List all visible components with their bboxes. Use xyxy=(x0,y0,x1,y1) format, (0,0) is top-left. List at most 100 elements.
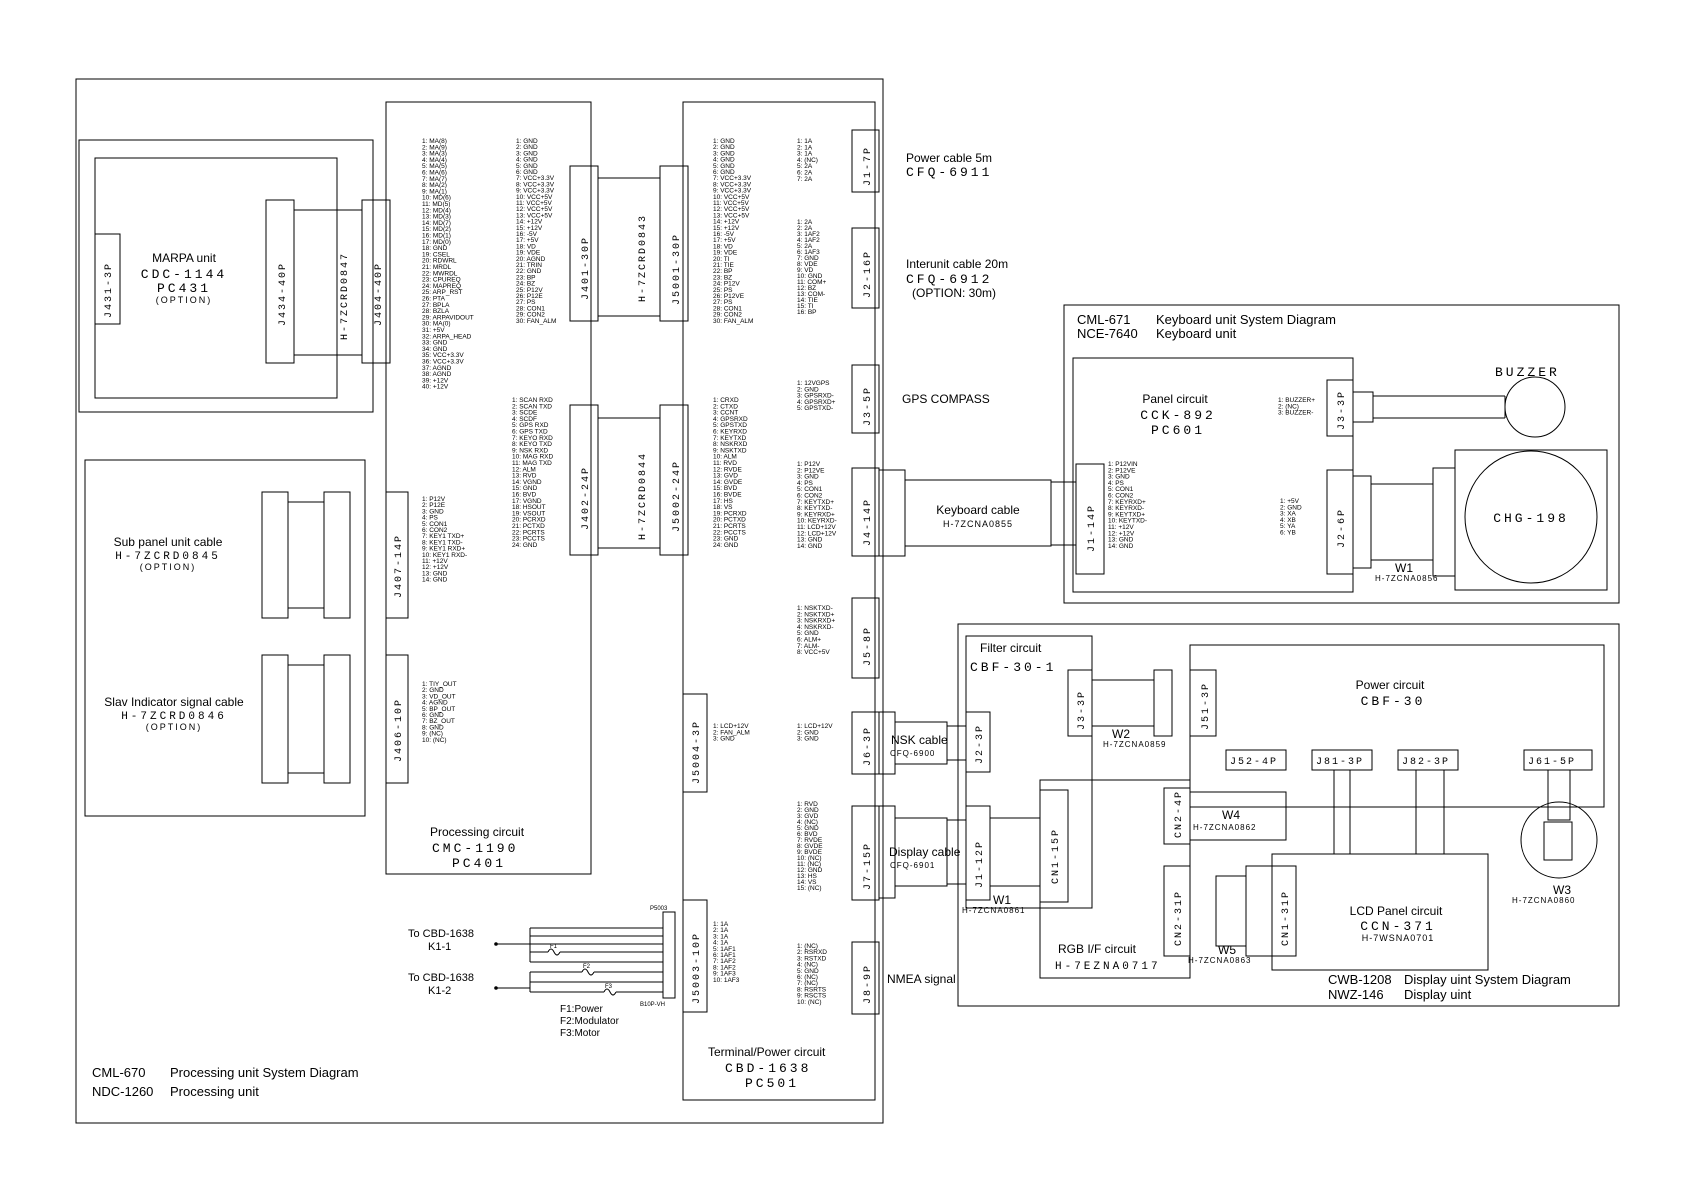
interunit-cable-option: (OPTION: 30m) xyxy=(912,286,996,300)
connector-j404 xyxy=(361,199,391,364)
connector-j407-label: J407-14P xyxy=(394,534,405,598)
p5003-label: P5003 xyxy=(650,906,668,912)
subpanel-cable-label: Sub panel unit cable xyxy=(114,535,223,549)
w3-label: W3 xyxy=(1553,883,1571,897)
pin-label: 21: MRDL xyxy=(422,264,452,271)
pin-label: 13: RVD xyxy=(512,473,537,480)
w1-label: W1 xyxy=(1395,561,1413,575)
pin-label: 7: VCC+3.3V xyxy=(713,175,752,182)
pin-label: 3: RSTXD xyxy=(797,955,827,962)
pin-label: 6: GND xyxy=(516,169,538,176)
pin-label: 25: PS xyxy=(713,287,733,294)
pin-label: 8: KEYO TXD xyxy=(512,441,552,448)
pin-label: 23: BZ xyxy=(713,274,732,281)
pin-label: 15: (NC) xyxy=(797,885,822,892)
pin-label: 5: GPS RXD xyxy=(512,422,549,429)
pin-label: 34: GND xyxy=(422,346,448,353)
pin-label: 1: CRXD xyxy=(713,397,739,404)
pin-label: 8: GND xyxy=(422,724,444,731)
pin-label: 27: PS xyxy=(516,299,536,306)
pin-label: 18: GND xyxy=(422,245,448,252)
buzzer-connector xyxy=(1352,391,1374,423)
pin-label: 16: BVD xyxy=(512,492,537,499)
pin-label: 14: GND xyxy=(422,577,448,584)
pin-label: 5: GND xyxy=(516,163,538,170)
pin-label: 7: KEYTXD+ xyxy=(797,499,834,506)
pin-label: 3: 1A xyxy=(797,151,813,158)
pin-label: 14: +12V xyxy=(713,219,740,226)
pin-label: 16: -5V xyxy=(713,231,735,238)
pin-label: 8: NSKRXD xyxy=(713,441,748,448)
pin-label: 8: KEYTXD- xyxy=(797,505,832,512)
display-connector-cn2-4-label: CN2-4P xyxy=(1174,790,1185,838)
pin-label: 22: BP xyxy=(713,268,733,275)
filter-circuit-label: Filter circuit xyxy=(980,641,1042,655)
rgb-circuit-code: H-7EZNA0717 xyxy=(1055,961,1161,973)
pin-label: 13: GND xyxy=(1108,537,1134,544)
pin-label: 25: ARP_RST xyxy=(422,289,462,296)
fuse-f3-label: F3 xyxy=(605,984,613,990)
pin-label: 6: CON2 xyxy=(422,527,448,534)
display-connector-j61-label: J61-5P xyxy=(1528,757,1576,768)
display-unit-title-code: CWB-1208 xyxy=(1328,972,1392,987)
display-connector-cn1-31-label: CN1-31P xyxy=(1281,890,1292,946)
pin-label: 3: 1AF2 xyxy=(797,231,820,238)
pin-label: 7: BZ_OUT xyxy=(422,718,455,725)
pin-label: 24: P12V xyxy=(713,281,740,288)
buzzer-label: BUZZER xyxy=(1495,365,1560,380)
pin-label: 12: LCD+12V xyxy=(797,530,837,537)
pin-label: 13: VCC+5V xyxy=(516,212,553,219)
buzzer-circle xyxy=(1504,376,1566,438)
w3-fan-circle xyxy=(1520,801,1598,879)
pin-label: 4: NSKRXD- xyxy=(797,624,833,631)
display-unit-model-code: NWZ-146 xyxy=(1328,987,1384,1002)
pin-label: 5: GND xyxy=(797,968,819,975)
w1-display-label: W1 xyxy=(993,893,1011,907)
lcd-panel-circuit-sub: H-7WSNA0701 xyxy=(1362,933,1435,943)
pin-label: 6: (NC) xyxy=(797,974,818,981)
pin-label: 21: TIE xyxy=(713,262,735,269)
pin-label: 2: GND xyxy=(797,729,819,736)
pin-label: 2: GND xyxy=(516,144,538,151)
pin-label: 15: BVD xyxy=(713,485,738,492)
pin-label: 2: GND xyxy=(713,144,735,151)
processing-circuit-code: CMC-1190 xyxy=(432,841,518,856)
keyboard-connector-j3-label: J3-3P xyxy=(1337,390,1348,430)
pin-label: 21: TRIN xyxy=(516,262,542,269)
fuse-f1-symbol xyxy=(547,948,561,956)
fuse-legend-2: F2:Modulator xyxy=(560,1016,620,1027)
w4-cable-body xyxy=(1189,791,1287,841)
pin-label: 4: XB xyxy=(1280,517,1296,524)
pin-label: 13: MD(3) xyxy=(422,214,451,221)
connector-j402-label: J402-24P xyxy=(581,466,592,530)
j81-j82-cable-body xyxy=(1333,769,1351,855)
subpanel-cable-body xyxy=(287,501,325,609)
w4-label: W4 xyxy=(1222,808,1240,822)
connector-j5004-label: J5004-3P xyxy=(692,720,703,784)
pin-label: 7: VCC+3.3V xyxy=(516,175,555,182)
pin-label: 11: VCC+5V xyxy=(516,200,552,207)
w1-code: H-7ZCNA0856 xyxy=(1375,574,1438,583)
pin-label: 13: GND xyxy=(422,570,448,577)
pin-label: 7: 2A xyxy=(797,176,813,183)
pin-label: 7: RVDE xyxy=(797,837,823,844)
connector-j2-label: J2-16P xyxy=(863,250,874,298)
keyboard-cable-label: Keyboard cable xyxy=(936,503,1020,517)
connector-j5-label: J5-8P xyxy=(863,626,874,666)
pin-label: 6: YB xyxy=(1280,530,1296,537)
subpanel-area-frame xyxy=(84,459,366,817)
p5003-model: B10P-VH xyxy=(640,1002,665,1008)
pin-label: 9: 1AF3 xyxy=(713,971,736,978)
pin-label: 14: GVDE xyxy=(713,479,743,486)
pin-label: 12: VCC+5V xyxy=(713,206,750,213)
pin-label: 4: (NC) xyxy=(797,962,818,969)
pin-label: 1: P12V xyxy=(422,496,446,503)
pin-label: 11: +12V xyxy=(1108,524,1134,531)
pin-label: 1: BUZZER+ xyxy=(1278,397,1315,404)
pin-label: 5: 2A xyxy=(797,243,813,250)
pin-label: 5: GPSTXD xyxy=(713,422,747,429)
pin-label: 2: 1A xyxy=(713,927,729,934)
pin-label: 26: PTA xyxy=(422,296,446,303)
pin-label: 3: GND xyxy=(516,150,538,157)
pin-label: 5: GPSTXD- xyxy=(797,405,833,412)
